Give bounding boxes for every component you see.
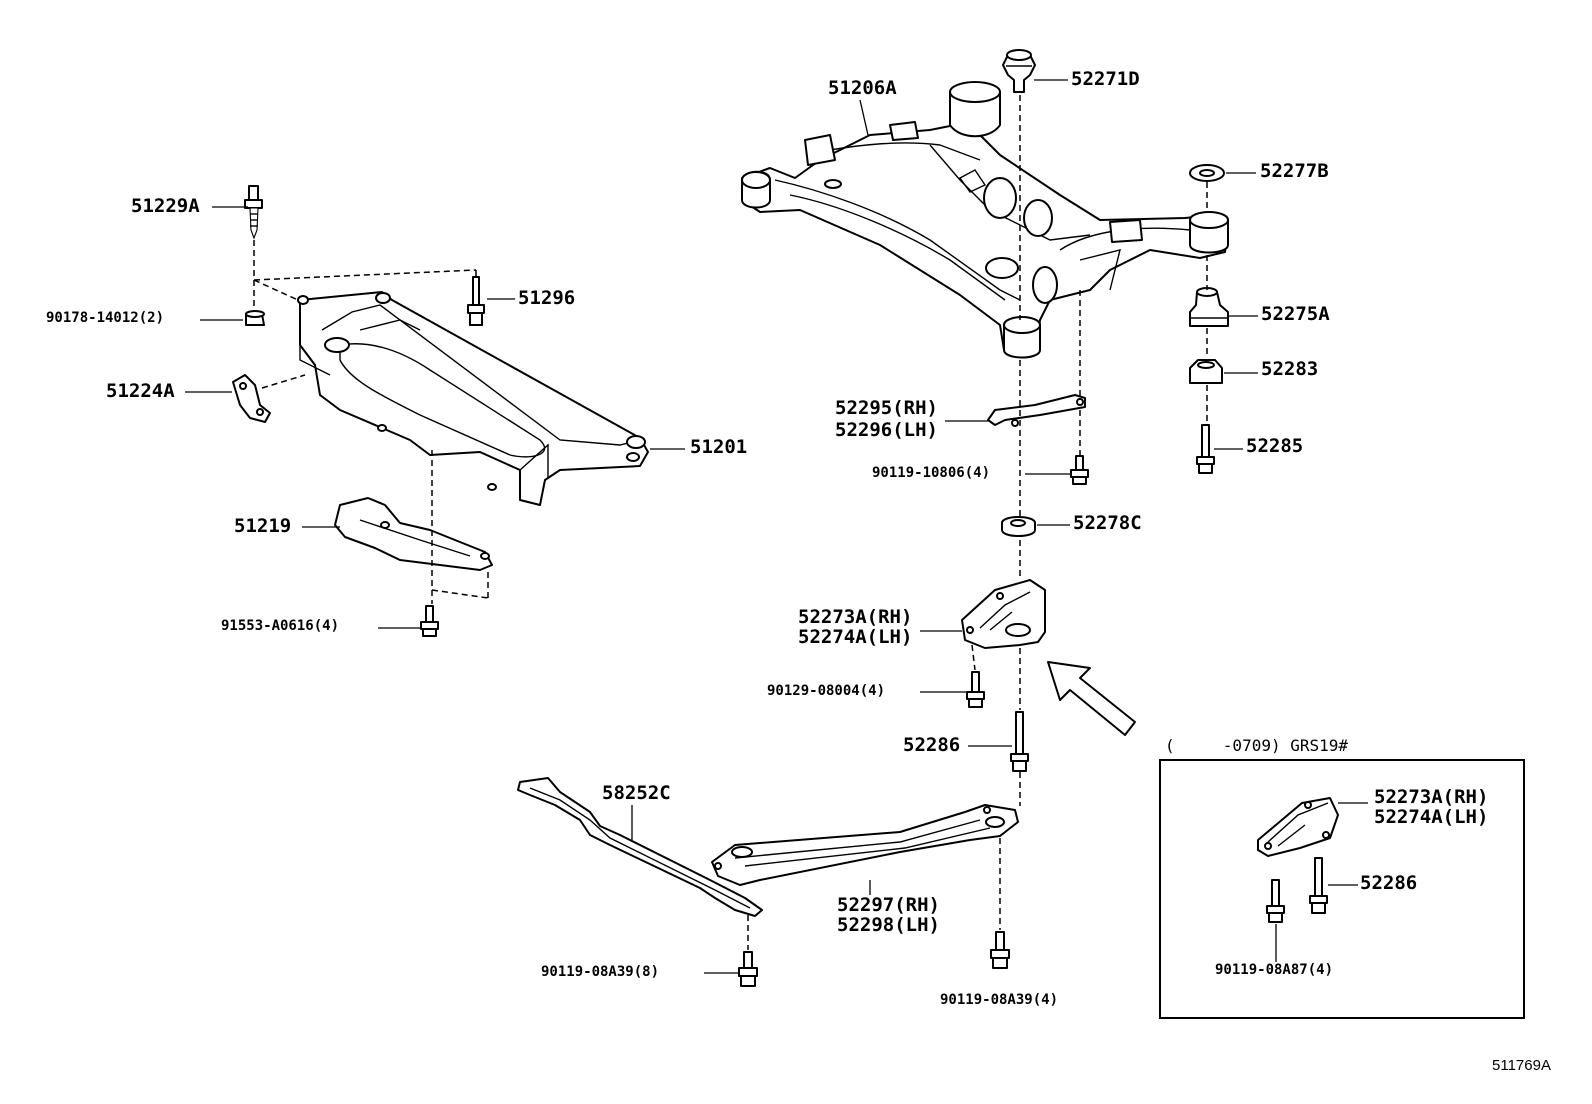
- inset-box: [1159, 759, 1525, 1019]
- nut-90178-14012: [245, 310, 265, 326]
- label-52274A: 52274A(LH): [798, 626, 913, 648]
- figure-id: 511769A: [1492, 1057, 1551, 1074]
- inset-caption: ( -0709) GRS19#: [1165, 736, 1349, 755]
- rear-suspension-member: [741, 81, 1229, 359]
- label-52295: 52295(RH): [835, 397, 938, 419]
- cushion-52283: [1189, 359, 1223, 384]
- stopper-52271D: [1002, 49, 1036, 93]
- washer-52278C: [1001, 516, 1036, 537]
- right-dashed-lines: [971, 95, 1208, 710]
- inset-label-90119-08A87: 90119-08A87(4): [1215, 962, 1334, 978]
- inset-label-52286: 52286: [1360, 872, 1418, 894]
- bracket-51224A: [232, 374, 271, 423]
- label-51219: 51219: [234, 515, 292, 537]
- rod-52295: [987, 394, 1086, 427]
- label-90119-08A39-4: 90119-08A39(4): [940, 992, 1059, 1008]
- washer-52277B: [1189, 164, 1225, 182]
- bolt-51229A: [244, 185, 263, 240]
- label-52275A: 52275A: [1261, 303, 1330, 325]
- bottom-leaders: [631, 805, 871, 974]
- label-52277B: 52277B: [1260, 160, 1329, 182]
- bolt-52286: [1010, 711, 1029, 772]
- bolt-52285: [1196, 424, 1215, 474]
- inset-label-52274A: 52274A(LH): [1374, 806, 1489, 828]
- label-51229A: 51229A: [131, 195, 200, 217]
- bolt-51296: [467, 276, 485, 326]
- front-crossmember: [297, 291, 649, 506]
- right-leaders: [859, 79, 1258, 747]
- bolt-90119-10806: [1070, 455, 1089, 485]
- label-90119-08A39-8: 90119-08A39(8): [541, 964, 660, 980]
- label-90178-14012: 90178-14012(2): [46, 310, 165, 326]
- label-51206A: 51206A: [828, 77, 897, 99]
- bottom-dashed-lines: [747, 772, 1021, 950]
- bolt-91553-A0616: [420, 605, 439, 637]
- label-91553-A0616: 91553-A0616(4): [221, 618, 340, 634]
- label-52286: 52286: [903, 734, 961, 756]
- label-90119-10806: 90119-10806(4): [872, 465, 991, 481]
- bolt-90119-08A39-8: [738, 951, 758, 987]
- label-52283: 52283: [1261, 358, 1319, 380]
- label-51296: 51296: [518, 287, 576, 309]
- brace-52297: [711, 804, 1019, 886]
- label-52285: 52285: [1246, 435, 1304, 457]
- left-dashed-lines: [253, 240, 489, 604]
- inset-label-52273A: 52273A(RH): [1374, 786, 1489, 808]
- view-arrow: [1047, 661, 1136, 736]
- label-51224A: 51224A: [106, 380, 175, 402]
- label-52271D: 52271D: [1071, 68, 1140, 90]
- label-52297: 52297(RH): [837, 894, 940, 916]
- bolt-90119-08A39-4: [990, 931, 1010, 969]
- plate-51219: [334, 497, 493, 571]
- bolt-90129-08004: [966, 671, 985, 708]
- label-51201: 51201: [690, 436, 748, 458]
- label-52273A: 52273A(RH): [798, 606, 913, 628]
- label-52298: 52298(LH): [837, 914, 940, 936]
- left-leaders: [185, 206, 685, 629]
- label-52296: 52296(LH): [835, 419, 938, 441]
- bracket-52273A: [961, 579, 1046, 649]
- label-90129-08004: 90129-08004(4): [767, 683, 886, 699]
- label-58252C: 58252C: [602, 782, 671, 804]
- cushion-52275A: [1189, 287, 1229, 327]
- label-52278C: 52278C: [1073, 512, 1142, 534]
- brace-58252C: [517, 777, 763, 917]
